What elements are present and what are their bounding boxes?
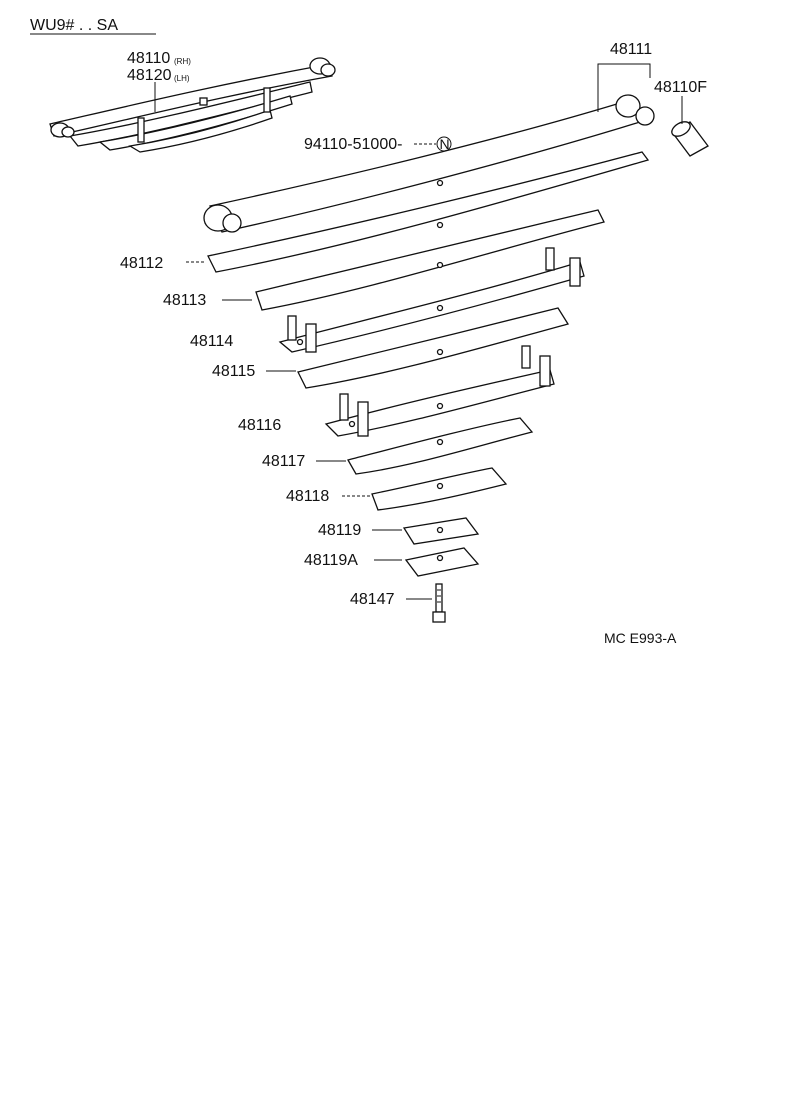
part-48119A-label: 48119A (304, 552, 358, 569)
diagram-code: MC E993-A (604, 630, 677, 646)
part-48113-label: 48113 (163, 292, 206, 309)
center-bolt-48147 (432, 583, 446, 623)
part-48118-label: 48118 (286, 488, 329, 505)
part-94110-label: 94110-51000- (304, 136, 402, 153)
spring-assembly-illustration (49, 57, 336, 153)
nut-symbol-icon (436, 136, 452, 152)
part-48110F-label: 48110F (654, 79, 707, 96)
leaf-48114-with-clips (278, 247, 585, 353)
bracket-48111 (597, 63, 651, 112)
part-48116-label: 48116 (238, 417, 281, 434)
part-48114-label: 48114 (190, 333, 233, 350)
leaf-48116-with-clips (324, 345, 555, 437)
part-48110-side: (RH) (174, 57, 191, 66)
part-48111-label: 48111 (610, 41, 652, 58)
part-48147-label: 48147 (350, 591, 395, 608)
part-48117-label: 48117 (262, 453, 305, 470)
leaf-48115 (297, 307, 570, 389)
part-48115-label: 48115 (212, 363, 255, 380)
part-48120-label: 48120 (127, 67, 172, 84)
model-header: WU9# . . SA (30, 17, 118, 34)
leaf-48118 (371, 467, 508, 511)
leaf-48112 (207, 151, 650, 273)
part-48112-label: 48112 (120, 255, 163, 272)
leaf-48117 (347, 417, 534, 475)
part-48120-side: (LH) (174, 74, 190, 83)
spacer-48119 (402, 517, 480, 545)
nut-symbol-letter: N (440, 136, 450, 152)
part-48110-label: 48110 (127, 50, 170, 67)
main-leaf-48111 (203, 94, 655, 233)
bushing-48110F (671, 121, 709, 157)
spacer-48119A (404, 547, 480, 577)
part-48119-label: 48119 (318, 522, 361, 539)
leaf-48113 (255, 209, 605, 311)
